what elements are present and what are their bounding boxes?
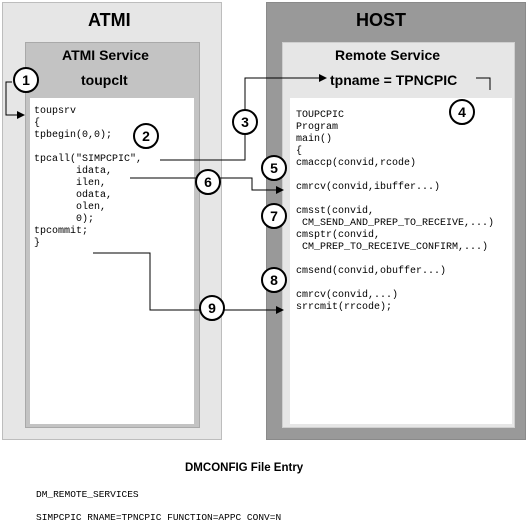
step-number: 7 xyxy=(270,208,278,224)
code-line: tpbegin(0,0); xyxy=(34,130,113,141)
atmi-code-block: toupsrv{tpbegin(0,0); tpcall("SIMPCPIC",… xyxy=(34,106,142,250)
code-line: CM_SEND_AND_PREP_TO_RECEIVE,...) xyxy=(296,218,495,229)
code-line: 0); xyxy=(34,214,95,225)
arrow-step-6 xyxy=(130,177,284,194)
step-number: 5 xyxy=(270,160,278,176)
code-line: { xyxy=(34,118,41,129)
step-number: 9 xyxy=(208,300,216,316)
code-line: CM_PREP_TO_RECEIVE_CONFIRM,...) xyxy=(296,242,489,253)
step-number: 1 xyxy=(22,72,30,88)
code-line: TOUPCPIC xyxy=(296,110,345,121)
step-marker-7: 7 xyxy=(261,203,287,229)
step-marker-3: 3 xyxy=(232,109,258,135)
step-number: 8 xyxy=(270,272,278,288)
code-line: { xyxy=(296,146,303,157)
step-number: 3 xyxy=(241,114,249,130)
step-marker-5: 5 xyxy=(261,155,287,181)
step-number: 4 xyxy=(458,104,466,120)
code-line: cmsst(convid, xyxy=(296,206,375,217)
step-marker-1: 1 xyxy=(13,67,39,93)
code-line: } xyxy=(34,238,41,249)
host-code-box xyxy=(290,98,512,424)
atmi-code-box xyxy=(30,98,194,424)
code-line: cmrcv(convid,ibuffer...) xyxy=(296,182,441,193)
code-line: srrcmit(rrcode); xyxy=(296,302,393,313)
step-marker-4: 4 xyxy=(449,99,475,125)
code-line: main() xyxy=(296,134,333,145)
step-marker-6: 6 xyxy=(195,169,221,195)
host-title: HOST xyxy=(356,10,407,30)
client-name: toupclt xyxy=(81,72,128,88)
code-line: toupsrv xyxy=(34,106,77,117)
atmi-title: ATMI xyxy=(88,10,131,30)
step-marker-8: 8 xyxy=(261,267,287,293)
step-number: 2 xyxy=(142,128,150,144)
code-line: cmsptr(convid, xyxy=(296,230,381,241)
code-line: olen, xyxy=(34,202,107,213)
code-line: Program xyxy=(296,122,339,133)
dmconfig-line-1: DM_REMOTE_SERVICES xyxy=(36,489,139,500)
remote-service-title: Remote Service xyxy=(335,47,441,63)
arrow-step-1 xyxy=(5,81,25,119)
code-line: ilen, xyxy=(34,178,107,189)
dmconfig-line-2: SIMPCPIC RNAME=TPNCPIC FUNCTION=APPC CON… xyxy=(36,512,282,523)
step-marker-9: 9 xyxy=(199,295,225,321)
dmconfig-title: DMCONFIG File Entry xyxy=(185,462,304,474)
step-marker-2: 2 xyxy=(133,123,159,149)
arrow-step-9 xyxy=(93,252,284,314)
code-line: odata, xyxy=(34,190,113,201)
arrow-step-4 xyxy=(476,77,491,90)
code-line: cmaccp(convid,rcode) xyxy=(296,158,417,169)
code-line: idata, xyxy=(34,166,113,177)
code-line: cmrcv(convid,...) xyxy=(296,290,399,301)
code-line: tpcommit; xyxy=(34,226,89,237)
step-number: 6 xyxy=(204,174,212,190)
code-line: tpcall("SIMPCPIC", xyxy=(34,154,143,165)
atmi-service-title: ATMI Service xyxy=(62,47,149,63)
code-line: cmsend(convid,obuffer...) xyxy=(296,266,447,277)
tpname-label: tpname = TPNCPIC xyxy=(330,72,458,88)
